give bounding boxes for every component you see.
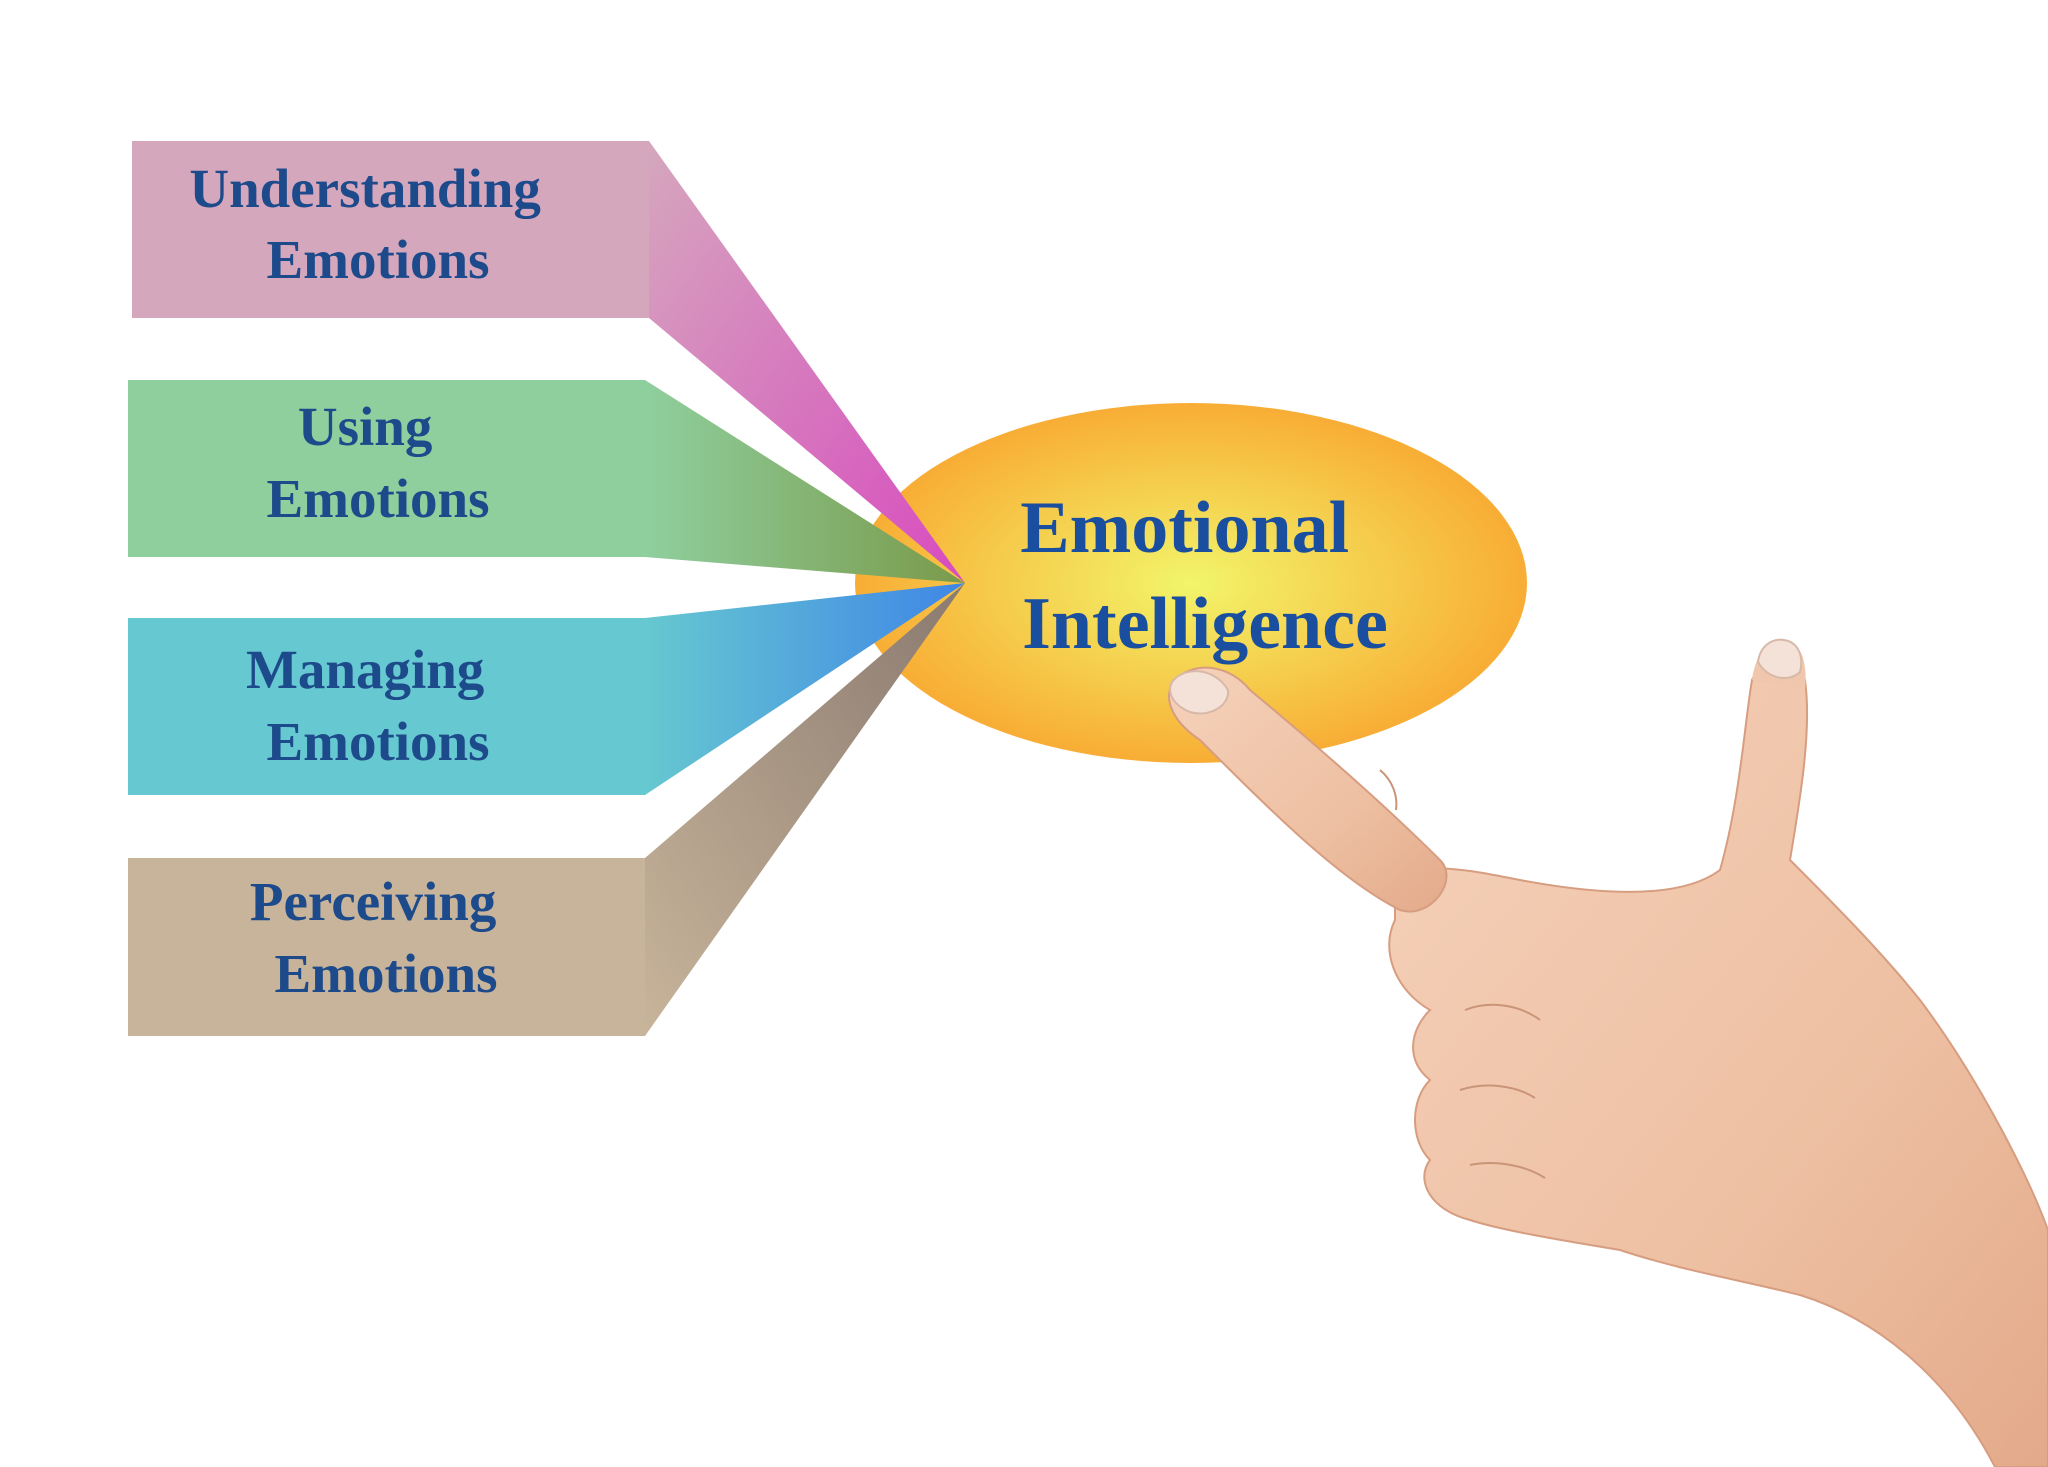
- branch-label-line2: Emotions: [274, 943, 497, 1004]
- branch-using-emotions: Using Emotions: [128, 380, 965, 583]
- branch-connector: [645, 380, 965, 583]
- svg-text:Understanding Emotions: Understanding Emotions: [189, 158, 554, 290]
- branch-perceiving-emotions: Perceiving Emotions: [128, 583, 965, 1036]
- branch-label-line1: Managing: [246, 639, 484, 700]
- center-ellipse: [855, 403, 1527, 763]
- branch-label-line2: Emotions: [266, 711, 489, 772]
- branch-connector: [645, 583, 965, 795]
- svg-text:Managing Emotions: Managing Emotions: [246, 639, 498, 772]
- center-title-line1: Emotional: [1020, 487, 1349, 569]
- center-title-line2: Intelligence: [1022, 583, 1388, 665]
- branch-label-line2: Emotions: [266, 229, 489, 290]
- branch-box: [128, 858, 645, 1036]
- branch-label-line1: Understanding: [189, 158, 540, 219]
- branch-box: [132, 141, 649, 318]
- branch-box: [128, 380, 645, 557]
- branch-understanding-emotions: Understanding Emotions: [132, 141, 965, 583]
- pointing-hand-icon: [1168, 638, 2048, 1467]
- svg-text:Emotional Intelligence: Emotional Intelligence: [1020, 487, 1388, 665]
- branch-connector: [645, 583, 965, 1036]
- branch-label-line1: Perceiving: [250, 871, 496, 932]
- branch-label-line2: Emotions: [266, 468, 489, 529]
- branch-connector: [649, 141, 965, 583]
- branch-box: [128, 618, 645, 795]
- branch-managing-emotions: Managing Emotions: [128, 583, 965, 795]
- svg-text:Using Emotions: Using Emotions: [266, 396, 489, 529]
- branch-label-line1: Using: [298, 396, 433, 457]
- svg-text:Perceiving Emotions: Perceiving Emotions: [250, 871, 510, 1004]
